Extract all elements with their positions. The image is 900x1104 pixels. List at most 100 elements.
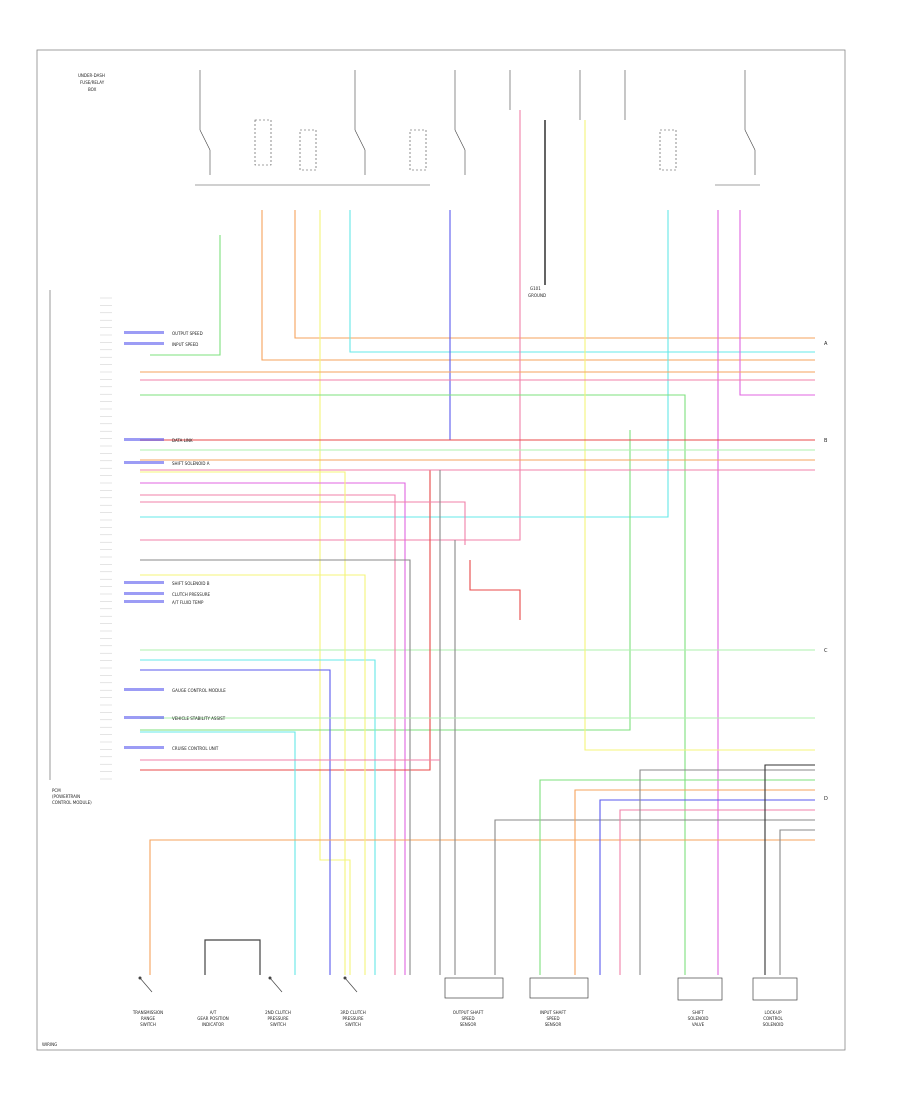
diagram-frame [36,49,846,1051]
right-label-a: A [824,341,828,347]
fuse-box-label-line-3: BOX [88,87,97,92]
component-8-label-2: CONTROL [763,1016,783,1021]
wire-yellow-4 [319,210,351,975]
ground-label-line-1: G101 [530,286,541,291]
right-label-b: B [824,438,828,444]
side-note-10: CRUISE CONTROL UNIT [172,746,219,751]
component-3-label-1: 2ND CLUTCH [265,1010,291,1015]
wire-pink-20 [140,501,466,545]
pcm-label-line-3: CONTROL MODULE) [52,800,92,805]
footer-code: WIRING [42,1042,57,1047]
component-2-label-1: A/T [210,1010,217,1015]
side-note-8: GAUGE CONTROL MODULE [172,688,226,693]
component-4-label-1: 3RD CLUTCH [340,1010,365,1015]
wire-red-19 [469,560,521,620]
wire-cyan-5 [349,210,815,353]
component-3-label-3: SWITCH [270,1022,286,1027]
pcm-label-line-2: (POWERTRAIN [52,794,80,799]
side-note-lead-3 [124,438,164,441]
side-note-lead-7 [124,600,164,603]
wire-yellow-14 [584,120,815,751]
right-connector-labels: A B C D [824,341,828,802]
side-notes: OUTPUT SPEED INPUT SPEED DATA LINK SHIFT SO… [124,331,226,751]
wire-yellow-38 [140,471,346,975]
wire-blue-28 [599,799,815,975]
component-4-terminal [343,976,347,980]
wire-blue-6 [449,210,815,441]
component-7-label-2: SOLENOID [688,1016,709,1021]
component-8-label-3: SOLENOID [763,1022,784,1027]
side-note-lead-10 [124,746,164,749]
component-8-label-1: LOCK-UP [764,1010,782,1015]
side-note-7: A/T FLUID TEMP [172,600,204,605]
side-note-lead-4 [124,461,164,464]
wire-gray-32 [779,829,815,975]
wire-green-26 [539,779,815,975]
side-note-1: OUTPUT SPEED [172,331,203,336]
component-4-contact [344,977,358,993]
wire-yellow-40 [140,574,366,975]
wire-blue-23 [140,669,331,975]
component-5-label-2: SPEED [461,1016,474,1021]
pcm-connector-pins [100,297,112,780]
wire-gray-39 [140,559,411,975]
ground-label-line-2: GROUND [528,293,546,298]
side-note-3: DATA LINK [172,438,193,443]
wire-pink-7 [140,110,521,541]
right-label-c: C [824,648,828,654]
fuse-box-label: UNDER-DASH FUSE/RELAY BOX [78,73,105,92]
wire-magenta-10 [739,210,815,396]
component-1-label-3: SWITCH [140,1022,156,1027]
side-note-9: VEHICLE STABILITY ASSIST [172,716,226,721]
side-note-lead-6 [124,592,164,595]
component-4-label-3: SWITCH [345,1022,361,1027]
component-6-label-3: SENSOR [545,1022,562,1027]
component-3-label-2: PRESSURE [267,1016,289,1021]
component-6-label-2: SPEED [546,1016,559,1021]
wire-pink-15 [140,494,396,975]
right-label-d: D [824,796,828,802]
component-7-label-3: VALVE [692,1022,705,1027]
side-note-lead-1 [124,331,164,334]
wire-green-11 [140,394,686,975]
wire-orange-3 [294,210,815,339]
wire-orange-2 [261,210,815,361]
wire-gray-30 [639,769,815,975]
component-1-terminal [138,976,142,980]
wire-dark-31 [764,764,815,975]
ground-label: G101 GROUND [528,286,546,298]
component-8-body [752,977,798,1001]
side-note-4: SHIFT SOLENOID A [172,461,210,466]
wire-green-1 [150,235,221,356]
component-2-label-2: GEAR POSITION [197,1016,228,1021]
component-4-label-2: PRESSURE [342,1016,364,1021]
wire-harness [140,110,815,975]
component-5-body [444,977,504,999]
component-7-body [677,977,723,1001]
component-6-body [529,977,589,999]
wire-orange-24 [149,839,815,975]
component-3-terminal [268,976,272,980]
component-5-label-3: SENSOR [460,1022,477,1027]
pcm-label-line-1: PCM [52,788,61,793]
side-note-lead-9 [124,716,164,719]
pcm-label: PCM (POWERTRAIN CONTROL MODULE) [52,788,92,805]
wire-cyan-22 [140,659,376,975]
fuse-box-label-line-1: UNDER-DASH [78,73,105,78]
component-2-label-3: INDICATOR [202,1022,224,1027]
fuse-box-label-line-2: FUSE/RELAY [80,80,105,85]
wire-cyan-8 [140,210,669,518]
component-1-contact [139,977,153,993]
component-6-label-1: INPUT SHAFT [540,1010,567,1015]
side-note-2: INPUT SPEED [172,342,198,347]
side-note-lead-5 [124,581,164,584]
